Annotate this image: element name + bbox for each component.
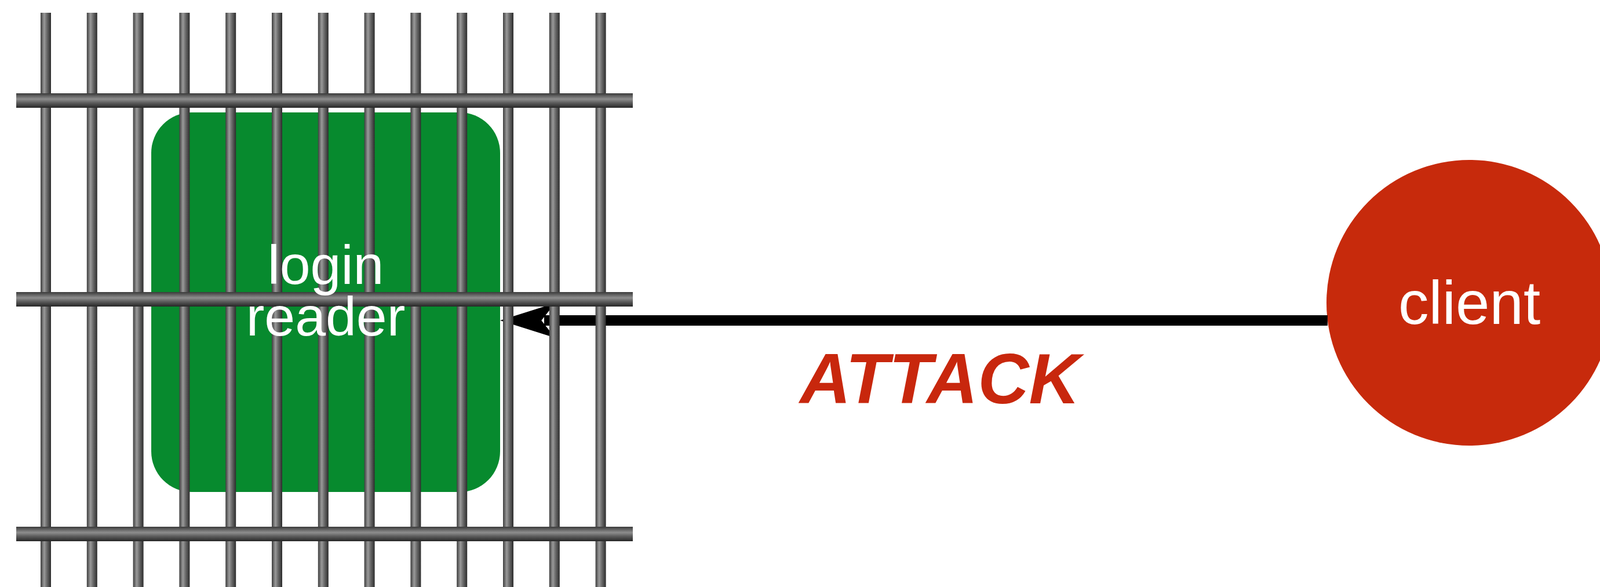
vertical-bar: [86, 12, 98, 587]
vertical-bar: [549, 12, 560, 587]
horizontal-bar: [16, 93, 633, 108]
client-circle: client: [1326, 159, 1600, 446]
horizontal-bars: [16, 93, 633, 542]
vertical-bars: [40, 12, 607, 587]
node-label: client: [1398, 274, 1541, 332]
vertical-bar: [503, 12, 514, 587]
vertical-bar: [595, 12, 607, 587]
edge-label: ATTACK: [799, 343, 1080, 415]
arrow-head: [500, 303, 556, 338]
horizontal-bar: [16, 526, 633, 542]
vertical-bar: [133, 12, 144, 587]
process-box: login reader: [151, 112, 501, 492]
node-label: login reader: [227, 239, 425, 342]
arrow-line: [544, 315, 1328, 326]
vertical-bar: [40, 12, 51, 587]
arrow-connector: [500, 303, 1328, 338]
